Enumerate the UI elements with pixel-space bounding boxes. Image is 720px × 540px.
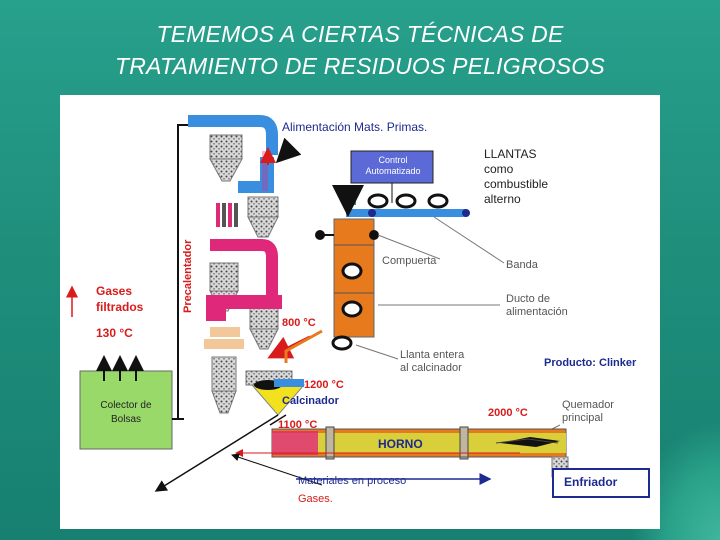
title-line-2: TRATAMIENTO DE RESIDUOS PELIGROSOS xyxy=(115,53,605,79)
process-diagram xyxy=(66,115,650,498)
hot-gas-duct xyxy=(210,239,278,301)
slide-title: TEMEMOS A CIERTAS TÉCNICAS DE TRATAMIENT… xyxy=(0,18,720,82)
gas-stripes xyxy=(216,203,238,227)
kiln xyxy=(271,426,567,460)
raw-material-arrow xyxy=(275,137,302,164)
banda-label: Banda xyxy=(506,259,538,271)
colector-label: Colector de Bolsas xyxy=(100,400,152,425)
calcinador-label: Calcinador xyxy=(282,395,339,407)
llantas-label: LLANTAS como combustible alterno xyxy=(484,147,549,206)
material-flow-line xyxy=(154,414,279,492)
horno-label: HORNO xyxy=(378,437,423,451)
enfriador-box xyxy=(552,468,650,498)
diagram-panel: Alimentación Mats. Primas. Control Autom… xyxy=(60,95,660,529)
gases-label: Gases. xyxy=(298,493,333,505)
title-line-1: TEMEMOS A CIERTAS TÉCNICAS DE xyxy=(156,21,564,47)
precalentador-line xyxy=(177,124,188,419)
quemador-label: Quemador principal xyxy=(562,399,614,424)
enfriador-label: Enfriador xyxy=(564,475,618,489)
precalentador-label: Precalentador xyxy=(182,239,194,313)
temp-2000-label: 2000 °C xyxy=(488,407,528,419)
materiales-label: Materiales en proceso xyxy=(298,475,407,487)
ducto-label: Ducto de alimentación xyxy=(506,293,568,318)
compuerta-label: Compuerta xyxy=(382,255,437,267)
llanta-entera-label: Llanta entera al calcinador xyxy=(400,349,465,374)
temp-1100-label: 1100 °C xyxy=(278,419,318,431)
alimentacion-label: Alimentación Mats. Primas. xyxy=(282,120,428,134)
control-box xyxy=(350,150,434,184)
colector-box xyxy=(79,370,173,450)
temp-130-label: 130 °C xyxy=(96,326,133,340)
feed-duct xyxy=(188,115,278,155)
gases-filtrados-label: Gases filtrados xyxy=(96,284,144,314)
temp-800-label: 800 °C xyxy=(282,317,316,329)
cyclone-tower xyxy=(209,134,279,414)
producto-label: Producto: Clinker xyxy=(544,357,637,369)
control-label: Control Automatizado xyxy=(365,155,421,176)
temp-1200-label: 1200 °C xyxy=(304,379,344,391)
conveyor-belt xyxy=(346,209,466,217)
